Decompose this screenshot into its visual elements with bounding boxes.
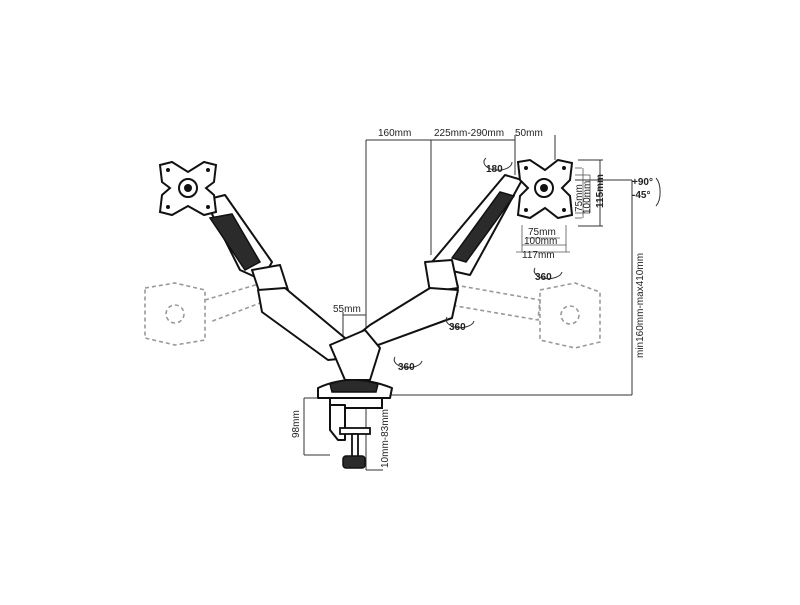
- dim-desk-thickness: 10mm-83mm: [380, 409, 391, 468]
- right-vesa-plate: [516, 158, 574, 220]
- dimension-labels: 160mm 225mm-290mm 50mm 55mm 75mm 100mm 1…: [291, 128, 646, 468]
- dim-plate-height: 115mm: [595, 174, 606, 208]
- rotation-arrows: [393, 157, 661, 369]
- rot-swivel-head: 180: [486, 164, 503, 175]
- dim-reach: 160mm: [378, 128, 411, 139]
- pole-and-base: [317, 329, 393, 399]
- right-arm: [344, 174, 523, 361]
- dim-pole-width: 55mm: [333, 304, 361, 315]
- rot-arm-base: 360: [398, 362, 415, 373]
- left-arm: [204, 194, 349, 361]
- rot-arm-right: 360: [449, 322, 466, 333]
- dim-height-range: min160mm-max410mm: [635, 253, 646, 358]
- rot-tilt-down: -45°: [632, 190, 650, 201]
- dim-arm-length: 225mm-290mm: [434, 128, 504, 139]
- dim-vesa-75-w: 75mm: [528, 227, 556, 238]
- dim-vesa-75-h: 75mm: [574, 184, 585, 212]
- dim-plate-width: 117mm: [522, 250, 555, 261]
- rotation-labels: 180 360 360 360 +90° -45°: [398, 164, 653, 373]
- dim-clamp-height: 98mm: [291, 410, 302, 438]
- rot-tilt-up: +90°: [632, 177, 653, 188]
- ghost-monitor-left: [144, 282, 270, 346]
- desk-clamp: [329, 397, 383, 469]
- dim-vesa-100-h: 100mm: [582, 181, 593, 214]
- left-vesa-plate: [158, 160, 218, 217]
- dim-vesa-100-w: 100mm: [524, 236, 557, 247]
- rot-monitor: 360: [535, 272, 552, 283]
- ghost-monitor-right: [449, 282, 601, 349]
- dim-tilt-offset: 50mm: [515, 128, 543, 139]
